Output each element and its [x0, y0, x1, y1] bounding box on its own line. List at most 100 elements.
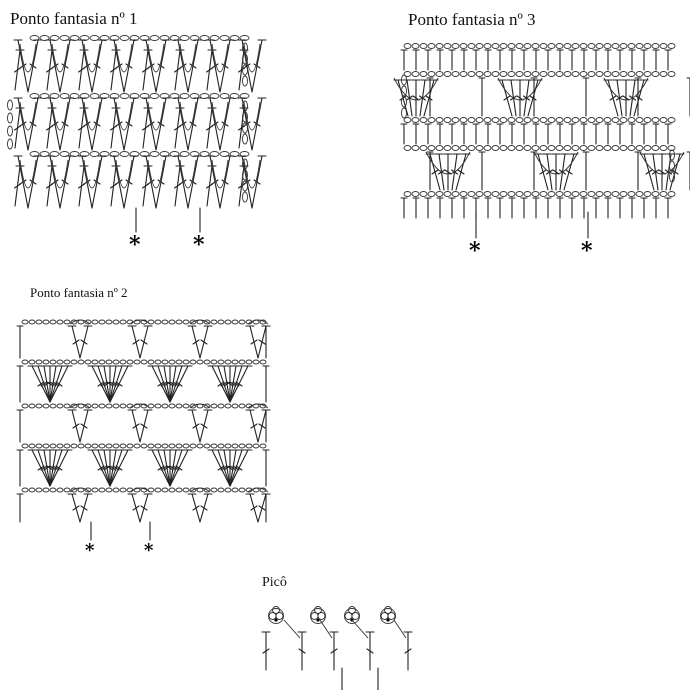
- stitch-tick: [61, 63, 69, 69]
- stitch-tick: [237, 67, 246, 73]
- stitch-tick: [622, 95, 630, 101]
- stitch-tick: [205, 125, 214, 131]
- chain-stitch: [231, 487, 239, 493]
- chain-stitch: [587, 145, 596, 151]
- chain-stitch: [112, 359, 120, 365]
- chain-stitch: [189, 359, 197, 365]
- stitch-tick: [83, 121, 91, 127]
- stitch-tick: [237, 125, 246, 131]
- chain-stitch: [507, 145, 516, 151]
- chain-stitch: [531, 145, 540, 151]
- chain-stitch: [203, 443, 211, 449]
- chain-stitch: [161, 359, 169, 365]
- chain-stitch: [63, 319, 71, 325]
- chain-loop: [147, 43, 165, 73]
- stitch-tick: [258, 423, 266, 429]
- chain-stitch: [659, 71, 668, 77]
- chain-stitch: [619, 145, 628, 151]
- turning-chain: [242, 133, 248, 145]
- chain-stitch: [515, 145, 524, 151]
- stitch-tick: [200, 339, 208, 345]
- chain-stitch: [28, 487, 36, 493]
- stitch-tick: [173, 183, 182, 189]
- chain-stitch: [210, 487, 218, 493]
- chain-stitch: [483, 43, 492, 49]
- chain-stitch: [245, 487, 253, 493]
- chain-stitch: [419, 71, 428, 77]
- chain-stitch: [168, 403, 176, 409]
- turning-chain: [242, 158, 248, 170]
- chain-stitch: [154, 403, 162, 409]
- chain-stitch: [77, 443, 85, 449]
- chain-stitch: [147, 487, 155, 493]
- chain-stitch: [209, 151, 220, 157]
- chain-stitch: [651, 145, 660, 151]
- stitch-tick: [147, 179, 155, 185]
- stitch-tick: [160, 465, 168, 471]
- chain-stitch: [210, 319, 218, 325]
- chain-stitch: [63, 359, 71, 365]
- stitch-tick: [330, 648, 338, 654]
- chain-stitch: [245, 319, 253, 325]
- chain-stitch: [459, 71, 468, 77]
- chain-stitch: [84, 359, 92, 365]
- chain-stitch: [595, 117, 604, 123]
- stitch-tick: [140, 505, 148, 511]
- chain-stitch: [403, 117, 412, 123]
- chain-stitch: [443, 145, 452, 151]
- chain-stitch: [435, 43, 444, 49]
- chain-stitch: [179, 35, 190, 41]
- chain-stitch: [98, 487, 106, 493]
- chain-stitch: [507, 117, 516, 123]
- chain-stitch: [98, 443, 106, 449]
- chain-stitch: [459, 117, 468, 123]
- stitch-tick: [529, 95, 537, 101]
- stitch-tick: [609, 95, 617, 101]
- turning-chain: [242, 111, 248, 123]
- chain-stitch: [651, 71, 660, 77]
- chain-stitch: [91, 443, 99, 449]
- chain-stitch: [49, 93, 60, 99]
- stitch-tick: [13, 67, 22, 73]
- chain-loop: [603, 77, 649, 101]
- chain-stitch: [475, 117, 484, 123]
- chain-stitch: [42, 403, 50, 409]
- chain-stitch: [579, 191, 588, 197]
- turning-chain: [401, 74, 407, 86]
- chain-stitch: [467, 191, 476, 197]
- chain-stitch: [547, 43, 556, 49]
- chain-stitch: [49, 443, 57, 449]
- chain-stitch: [635, 117, 644, 123]
- chain-stitch: [49, 35, 60, 41]
- chain-stitch: [411, 117, 420, 123]
- chain-stitch: [182, 319, 190, 325]
- stitch-tick: [235, 381, 243, 387]
- chain-stitch: [467, 43, 476, 49]
- chain-stitch: [210, 359, 218, 365]
- chain-stitch: [69, 93, 80, 99]
- chain-stitch: [603, 191, 612, 197]
- stitch-tick: [163, 465, 171, 471]
- chain-stitch: [89, 35, 100, 41]
- stitch-tick: [45, 183, 54, 189]
- stitch-tick: [211, 63, 219, 69]
- chain-stitch: [435, 117, 444, 123]
- chain-stitch: [419, 117, 428, 123]
- stitch-tick: [80, 339, 88, 345]
- stitch-tick: [166, 465, 174, 471]
- chain-stitch: [467, 71, 476, 77]
- chain-stitch: [203, 487, 211, 493]
- picot-connector: [351, 619, 369, 639]
- chain-stitch: [84, 319, 92, 325]
- chain-stitch: [98, 403, 106, 409]
- chain-stitch: [611, 191, 620, 197]
- chain-loop: [115, 159, 133, 189]
- stitch-tick: [125, 63, 133, 69]
- chain-stitch: [91, 359, 99, 365]
- chain-stitch: [203, 359, 211, 365]
- stitch-tick: [132, 505, 140, 511]
- chain-stitch: [659, 117, 668, 123]
- stitch-tick: [40, 381, 48, 387]
- chain-stitch: [627, 145, 636, 151]
- chain-stitch: [28, 359, 36, 365]
